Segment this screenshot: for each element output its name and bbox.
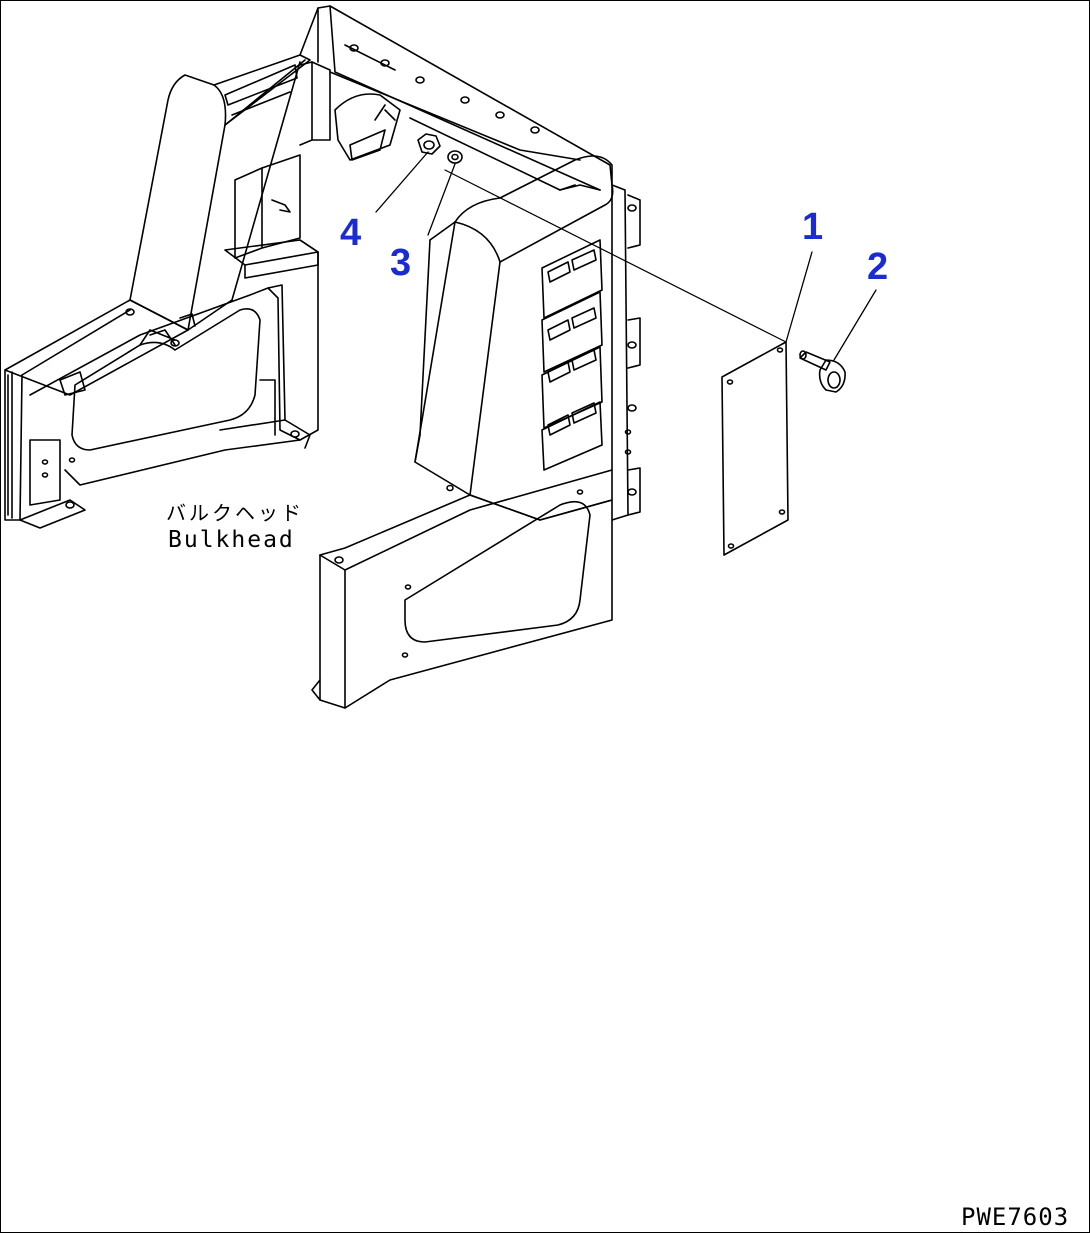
right-upright-column [414,155,641,521]
washer-item-3 [447,150,463,164]
callout-4: 4 [340,212,362,254]
cover-plate-item-1 [721,341,789,556]
bulkhead-label-jp: バルクヘッド [166,501,304,525]
left-base-bracket [4,239,319,529]
leader-2 [833,289,877,361]
assembly-line [444,169,787,343]
bolt-item-2 [799,350,846,393]
drawing-code: PWE7603 [961,1203,1070,1231]
bulkhead-label-en: Bulkhead [168,527,295,553]
right-base-plate [311,469,613,709]
leader-lines [375,151,877,361]
callout-3: 3 [390,242,412,284]
leader-4 [375,151,429,213]
top-beam [299,5,613,191]
interior-plate [334,93,401,161]
nut-item-4 [417,133,441,155]
left-upright-column [129,54,331,331]
leader-1 [785,251,813,343]
callout-2: 2 [867,246,889,288]
callout-1: 1 [802,206,824,248]
leader-3 [427,163,456,236]
